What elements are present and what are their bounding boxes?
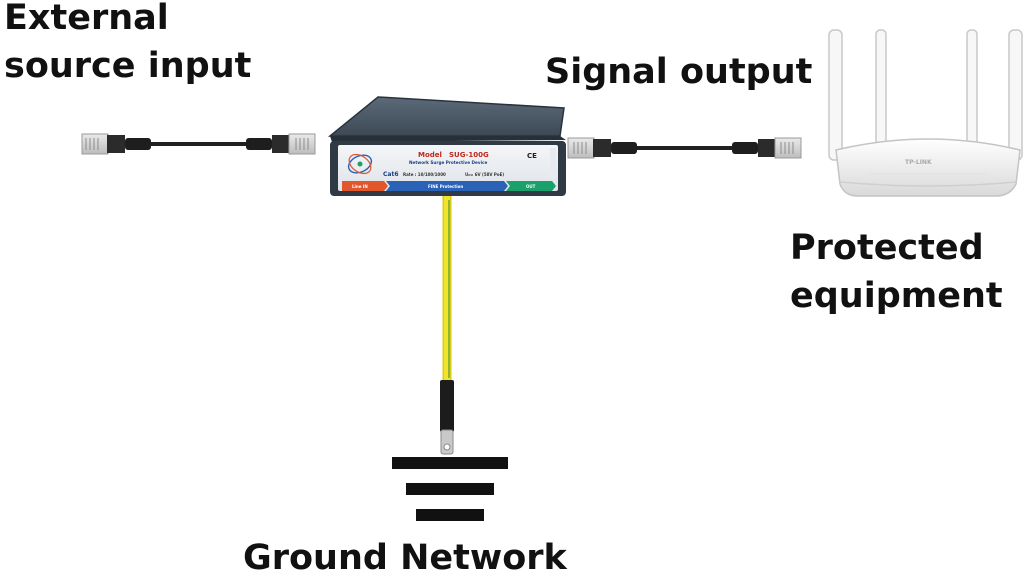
input-cable-right-plug: [246, 133, 316, 155]
router: TP-LINK: [828, 29, 1023, 197]
device-ce-mark: CE: [527, 152, 537, 160]
device-rate: Rate : 10/100/1000: [403, 172, 446, 177]
device-model-label: Model: [418, 151, 442, 159]
router-antenna-1: [828, 29, 843, 161]
output-cable-left-plug: [567, 137, 637, 159]
router-antennas: [828, 29, 1023, 161]
device-band-out-text: OUT: [526, 184, 536, 189]
ground-symbol-icon: [392, 457, 508, 521]
external-source-input-label-line1: External: [4, 0, 169, 38]
external-source-input-label: External source input: [4, 0, 251, 90]
protected-equipment-label-line2: equipment: [790, 276, 1003, 316]
input-cable: [81, 133, 316, 155]
output-cable: [567, 137, 802, 159]
device-description: Network Surge Protective Device: [409, 160, 488, 165]
output-cable-right-plug: [732, 137, 802, 159]
device-top-face: [327, 96, 565, 137]
device-voltage: U₀= 6V (58V PoE): [465, 172, 504, 177]
ground-wire: [440, 191, 454, 455]
router-antenna-4: [1008, 29, 1023, 161]
device-band-fine-protection: [386, 181, 508, 191]
device-band-line-in-text: Line IN: [352, 184, 368, 189]
external-source-input-label-line2: source input: [4, 46, 252, 86]
device-category: Cat6: [383, 171, 399, 178]
signal-output-label: Signal output: [545, 52, 813, 92]
device-band-line-in: [342, 181, 388, 191]
device-logo-icon: [347, 153, 373, 175]
protected-equipment-label-line1: Protected: [790, 228, 984, 268]
router-antenna-2: [875, 29, 887, 149]
device-band-out: [506, 181, 556, 191]
router-antenna-3: [966, 29, 978, 149]
protected-equipment-label: Protected equipment: [790, 224, 1003, 320]
router-brand: TP-LINK: [905, 159, 932, 166]
ground-wire-sleeve: [440, 380, 454, 432]
ground-network-label: Ground Network: [243, 538, 567, 578]
surge-protector-device: Model SUG-100G Network Surge Protective …: [327, 96, 566, 196]
input-cable-left-plug: [81, 133, 151, 155]
device-band-fine-protection-text: FINE Protection: [428, 184, 463, 189]
device-model-value: SUG-100G: [449, 151, 489, 159]
router-body: [835, 138, 1021, 197]
